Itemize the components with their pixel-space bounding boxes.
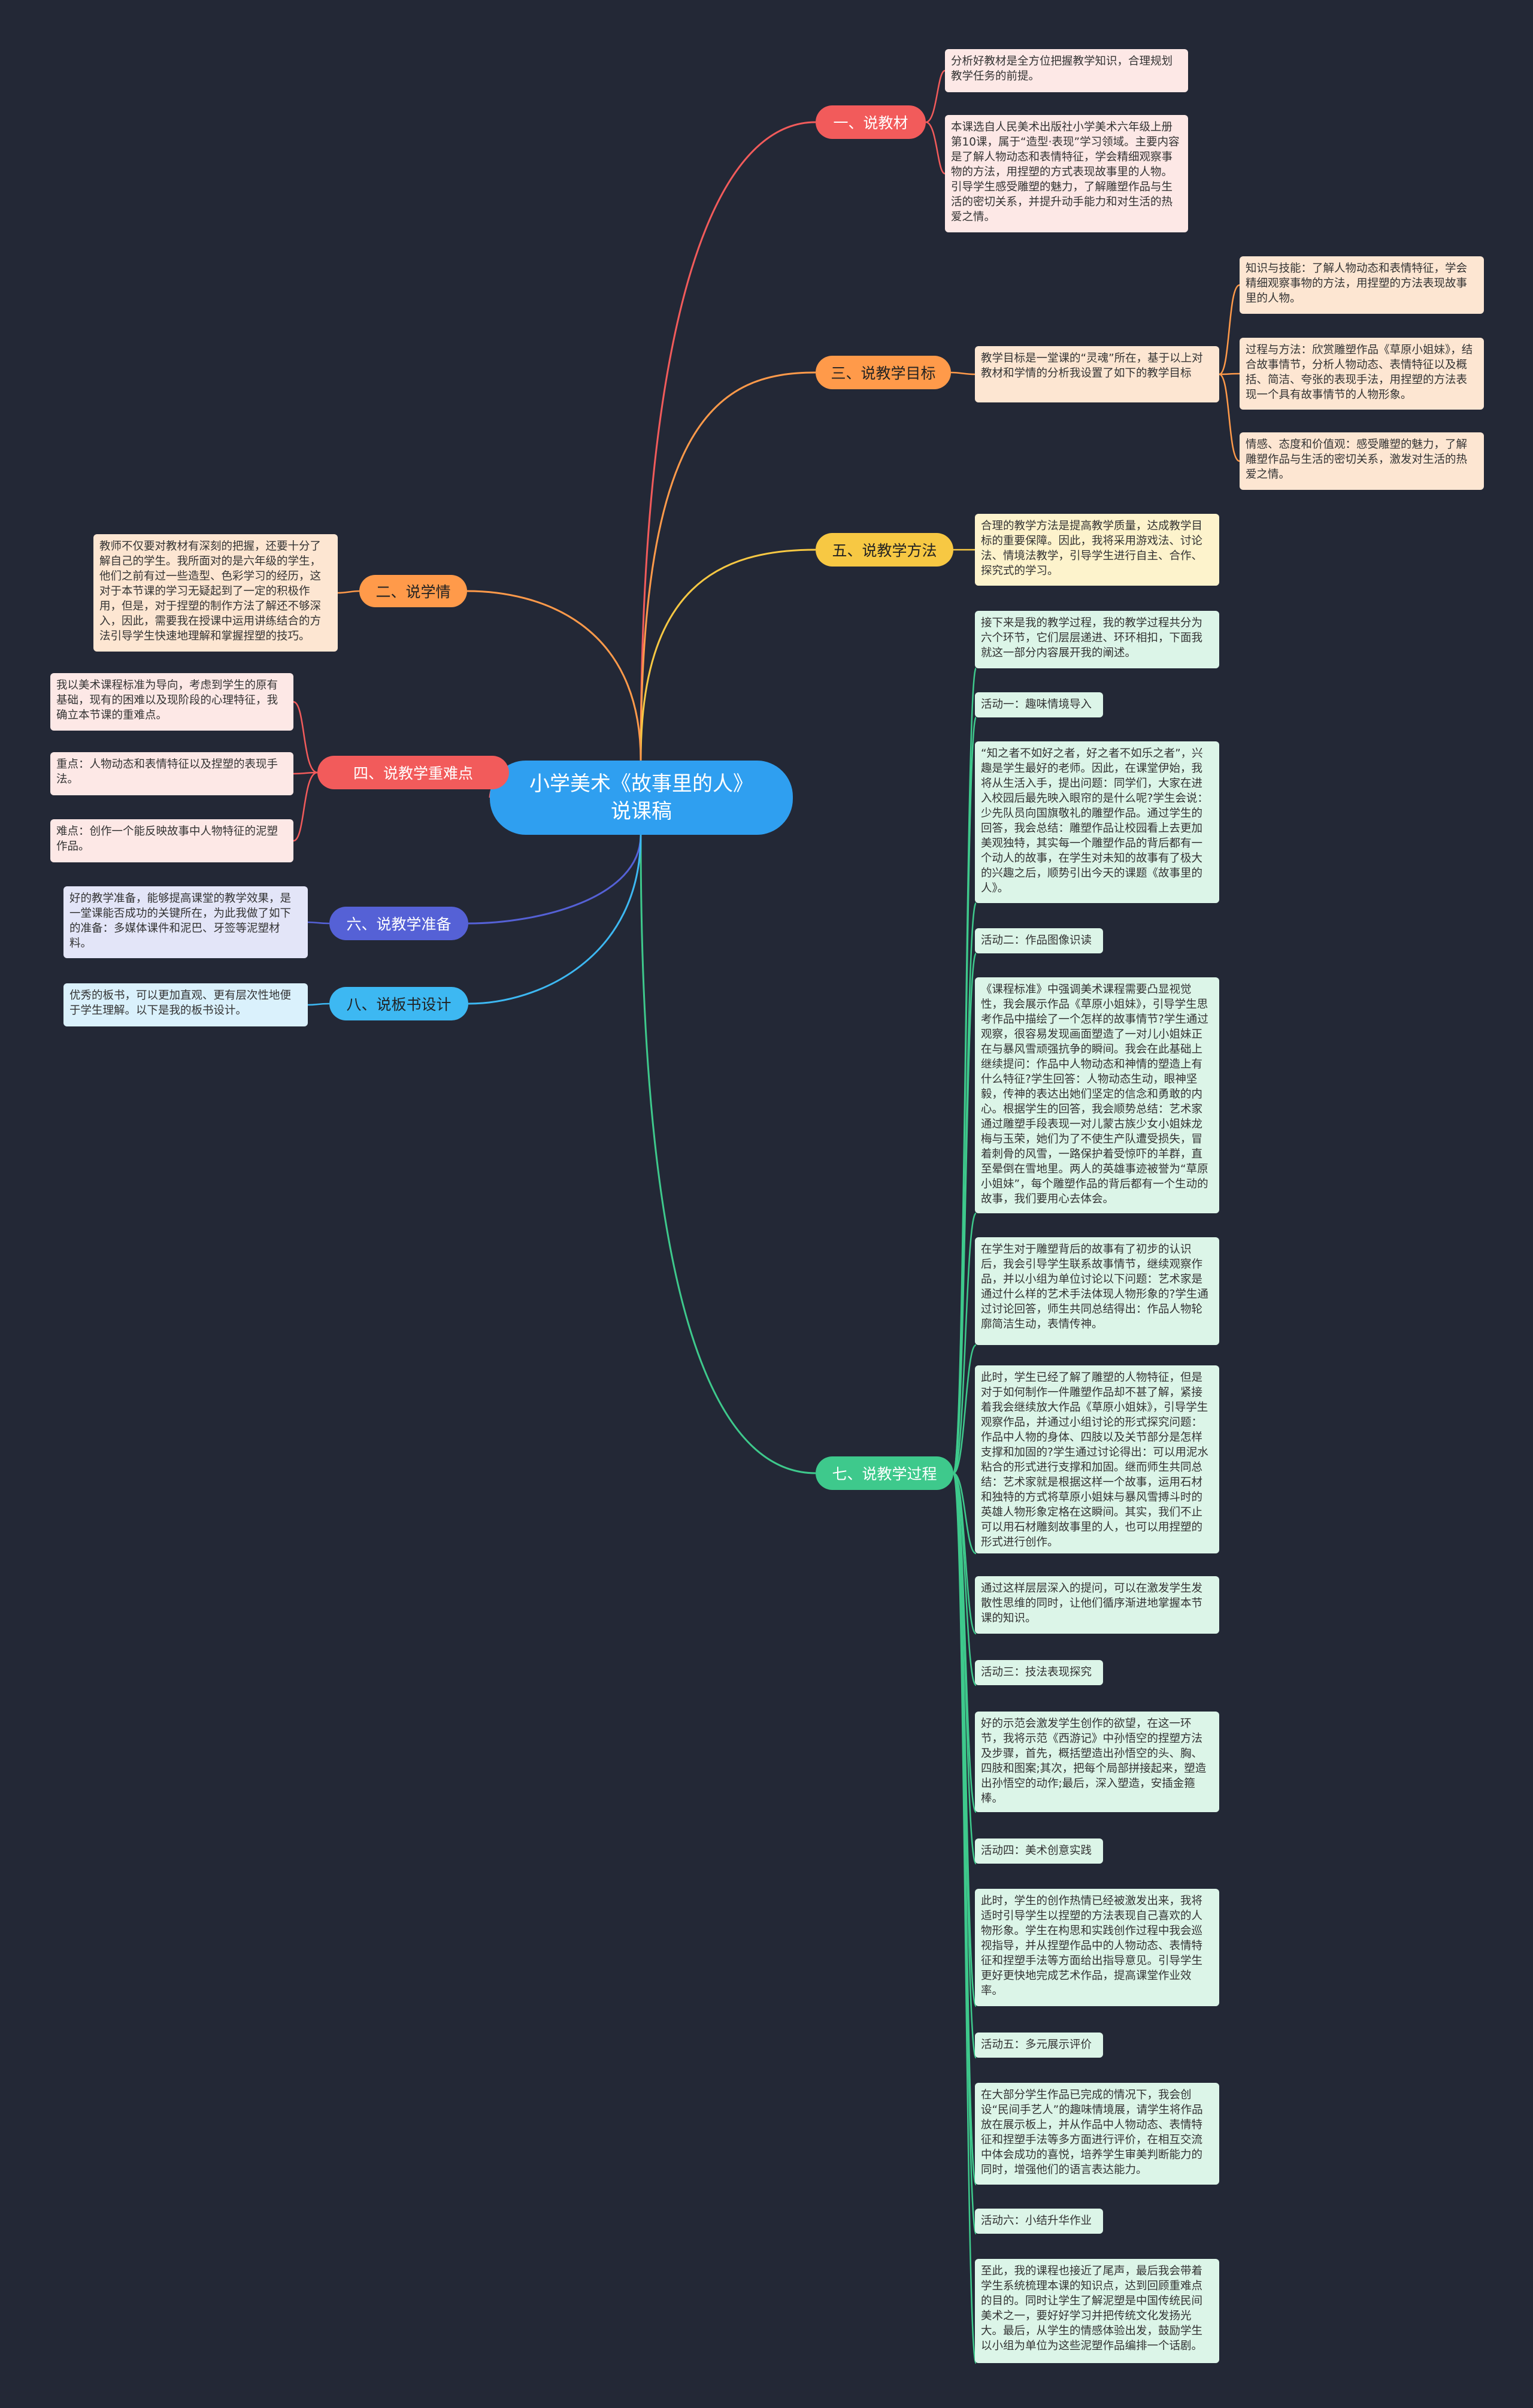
- center-title-line2: 说课稿: [611, 799, 672, 823]
- link-b8-leaf: [307, 1002, 330, 1006]
- leaf-goal-knowledge[interactable]: 知识与技能：了解人物动态和表情特征，学会精细观察事物的方法，用捏塑的方法表现故事…: [1240, 256, 1484, 314]
- leaf-activity2-text4[interactable]: 通过这样层层深入的提问，可以在激发学生发散性思维的同时，让他们循序渐进地掌握本节…: [975, 1576, 1219, 1634]
- link-b7-leaf-16: [952, 1472, 977, 2364]
- leaf-activity6-title[interactable]: 活动六：小结升华作业: [975, 2209, 1103, 2234]
- leaf-activity4-text[interactable]: 此时，学生的创作热情已经被激发出来，我将适时引导学生以捏塑的方法表现自己喜欢的人…: [975, 1889, 1219, 2006]
- branch-learner-analysis[interactable]: 二、说学情: [359, 575, 467, 607]
- link-center-b5: [640, 549, 816, 761]
- branch-label: 一、说教材: [833, 114, 908, 132]
- link-b7-leaf-6: [953, 1344, 977, 1474]
- leaf-materials-content[interactable]: 本课选自人民美术出版社小学美术六年级上册第10课，属于“造型·表现”学习领域。主…: [945, 115, 1188, 232]
- leaf-process-intro[interactable]: 接下来是我的教学过程，我的教学过程共分为六个环节，它们层层递进、环环相扣，下面我…: [975, 611, 1219, 668]
- leaf-activity1-title[interactable]: 活动一：趣味情境导入: [975, 692, 1103, 717]
- link-b3-main: [950, 371, 975, 375]
- branch-teaching-preparation[interactable]: 六、说教学准备: [329, 907, 468, 940]
- branch-label: 八、说板书设计: [346, 996, 452, 1013]
- branch-teaching-methods[interactable]: 五、说教学方法: [816, 533, 953, 567]
- leaf-activity2-text3[interactable]: 此时，学生已经了解了雕塑的人物特征，但是对于如何制作一件雕塑作品却不甚了解，紧接…: [975, 1365, 1219, 1553]
- branch-blackboard-design[interactable]: 八、说板书设计: [329, 987, 468, 1020]
- link-b4-leaf1: [293, 701, 318, 774]
- leaf-activity5-title[interactable]: 活动五：多元展示评价: [975, 2033, 1103, 2058]
- link-b7-leaf-9: [952, 1472, 977, 1686]
- link-center-b7: [640, 834, 816, 1474]
- leaf-activity2-text1[interactable]: 《课程标准》中强调美术课程需要凸显视觉性，我会展示作品《草原小姐妹》，引导学生思…: [975, 977, 1219, 1213]
- branch-key-difficult-points[interactable]: 四、说教学重难点: [317, 756, 509, 789]
- link-b3-sub1: [1219, 284, 1240, 375]
- branch-teaching-process[interactable]: 七、说教学过程: [816, 1456, 953, 1490]
- branch-label: 三、说教学目标: [831, 365, 936, 382]
- leaf-activity5-text[interactable]: 在大部分学生作品已完成的情况下，我会创设“民间手艺人”的趣味情境展，请学生将作品…: [975, 2083, 1219, 2185]
- leaf-activity2-text2[interactable]: 在学生对于雕塑背后的故事有了初步的认识后，我会引导学生联系故事情节，继续观察作品…: [975, 1237, 1219, 1345]
- branch-label: 五、说教学方法: [832, 542, 937, 559]
- link-b6-leaf: [307, 921, 330, 925]
- leaf-teaching-methods[interactable]: 合理的教学方法是提高教学质量，达成教学目标的重要保障。因此，我将采用游戏法、讨论…: [975, 514, 1219, 586]
- link-center-b3: [640, 371, 816, 761]
- leaf-learner-analysis[interactable]: 教师不仅要对教材有深刻的把握，还要十分了解自己的学生。我所面对的是六年级的学生，…: [93, 534, 338, 652]
- branch-label: 六、说教学准备: [346, 916, 452, 933]
- center-topic[interactable]: 小学美术《故事里的人》 说课稿: [490, 761, 793, 835]
- leaf-goal-attitude[interactable]: 情感、态度和价值观：感受雕塑的魅力，了解雕塑作品与生活的密切关系，激发对生活的热…: [1240, 432, 1484, 490]
- leaf-key-points-basis[interactable]: 我以美术课程标准为导向，考虑到学生的原有基础，现有的困难以及现阶段的心理特征，我…: [50, 673, 293, 731]
- link-center-b2: [466, 590, 642, 761]
- leaf-activity3-text[interactable]: 好的示范会激发学生创作的欲望，在这一环节，我将示范《西游记》中孙悟空的捏塑方法及…: [975, 1712, 1219, 1812]
- branch-label: 四、说教学重难点: [353, 765, 473, 782]
- branch-label: 七、说教学过程: [832, 1465, 937, 1483]
- branch-teaching-goals[interactable]: 三、说教学目标: [816, 356, 951, 389]
- leaf-goal-process[interactable]: 过程与方法：欣赏雕塑作品《草原小姐妹》，结合故事情节，分析人物动态、表情特征以及…: [1240, 338, 1484, 410]
- leaf-blackboard[interactable]: 优秀的板书，可以更加直观、更有层次性地便于学生理解。以下是我的板书设计。: [63, 983, 308, 1026]
- leaf-activity6-text[interactable]: 至此，我的课程也接近了尾声，最后我会带着学生系统梳理本课的知识点，达到回顾重难点…: [975, 2259, 1219, 2363]
- link-center-b1: [640, 121, 816, 761]
- link-b7-leaf-7: [953, 1472, 977, 1555]
- link-b1-leaf1: [925, 69, 946, 123]
- leaf-preparation[interactable]: 好的教学准备，能够提高课堂的教学效果，是一堂课能否成功的关键所在，为此我做了如下…: [63, 886, 308, 958]
- link-center-b6: [468, 834, 642, 925]
- link-b1-leaf2: [925, 121, 946, 175]
- link-b7-leaf-4: [952, 952, 977, 1474]
- branch-label: 二、说学情: [375, 583, 451, 601]
- link-b7-leaf-3: [952, 902, 977, 1474]
- link-b4-leaf3: [293, 771, 318, 842]
- leaf-activity4-title[interactable]: 活动四：美术创意实践: [975, 1838, 1103, 1864]
- leaf-activity1-text[interactable]: “知之者不如好之者，好之者不如乐之者”，兴趣是学生最好的老师。因此，在课堂伊始，…: [975, 741, 1219, 903]
- leaf-activity2-title[interactable]: 活动二：作品图像识读: [975, 928, 1103, 953]
- link-center-b8: [468, 834, 642, 1005]
- link-b3-sub3: [1219, 373, 1240, 462]
- leaf-materials-intro[interactable]: 分析好教材是全方位把握教学知识，合理规划教学任务的前提。: [945, 49, 1188, 92]
- leaf-key-point[interactable]: 重点：人物动态和表情特征以及捏塑的表现手法。: [50, 752, 293, 795]
- link-b2-leaf: [337, 590, 360, 594]
- center-title-line1: 小学美术《故事里的人》: [529, 772, 753, 796]
- leaf-activity3-title[interactable]: 活动三：技法表现探究: [975, 1660, 1103, 1685]
- leaf-goals-main[interactable]: 教学目标是一堂课的“灵魂”所在，基于以上对教材和学情的分析我设置了如下的教学目标: [975, 346, 1219, 402]
- branch-teaching-materials[interactable]: 一、说教材: [816, 105, 926, 139]
- leaf-difficult-point[interactable]: 难点：创作一个能反映故事中人物特征的泥塑作品。: [50, 819, 293, 862]
- link-b7-leaf-5: [952, 1212, 977, 1474]
